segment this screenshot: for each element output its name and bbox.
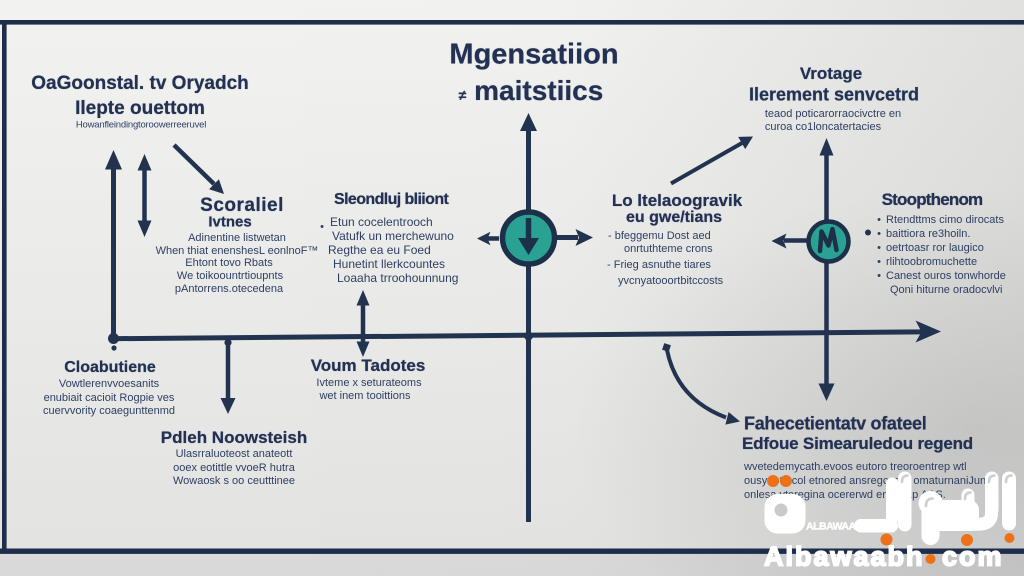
- svg-text:Albawaabh: Albawaabh: [764, 542, 925, 572]
- svg-text:ALBAWAABH: ALBAWAABH: [806, 521, 870, 533]
- svg-text:com: com: [942, 542, 1004, 572]
